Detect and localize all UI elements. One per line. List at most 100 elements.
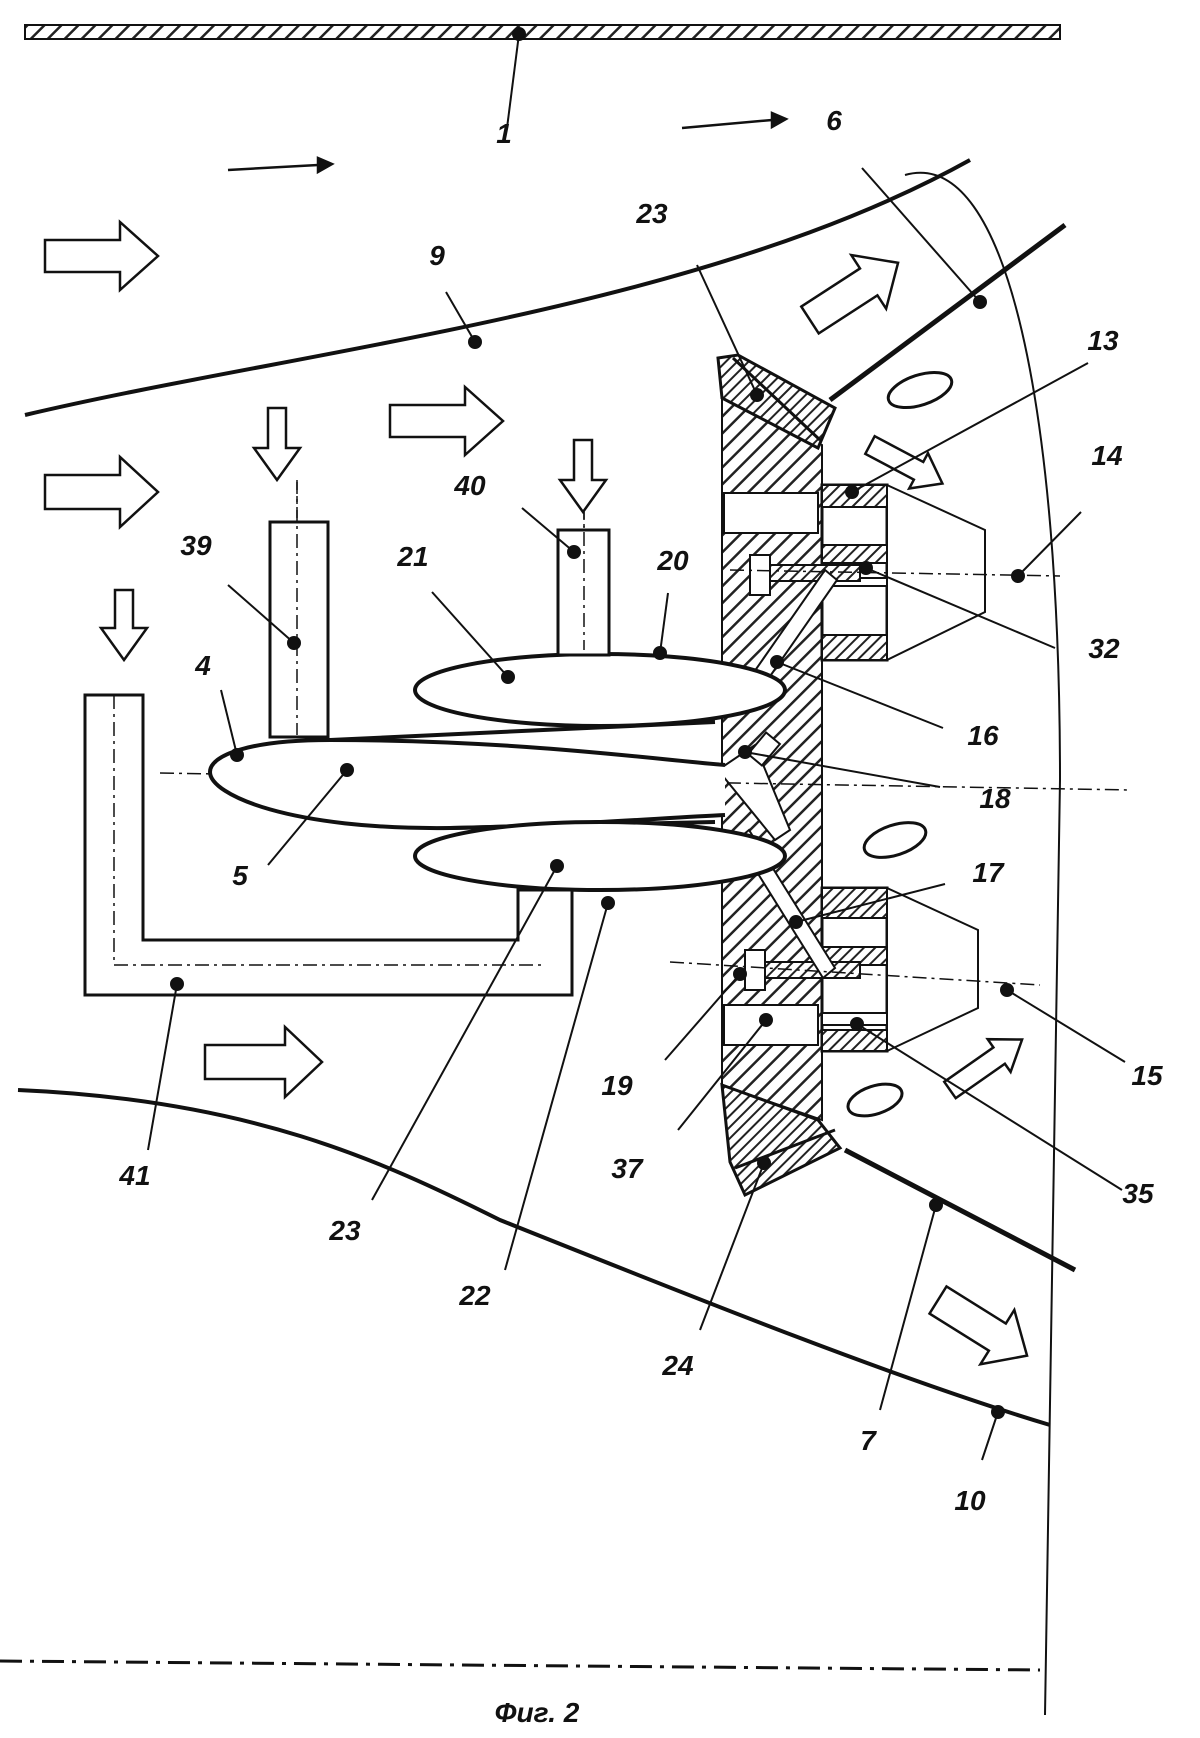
callout-label-13: 13 — [1087, 325, 1119, 356]
leader-line-19 — [664, 973, 741, 1061]
leader-dot-17 — [789, 915, 803, 929]
fuel-manifold-5 — [207, 737, 726, 831]
leader-dot-40 — [567, 545, 581, 559]
diagonal-airflow-arrow — [799, 253, 1029, 1366]
leader-dot-13 — [845, 485, 859, 499]
callout-label-10: 10 — [954, 1485, 986, 1516]
swirler-cone-15 — [886, 886, 979, 1053]
leader-line-7 — [879, 1204, 937, 1411]
bolt-32 — [749, 554, 771, 596]
callout-label-5: 5 — [232, 860, 248, 891]
leader-dot-15 — [1000, 983, 1014, 997]
callout-label-7: 7 — [860, 1425, 877, 1456]
callout-label-39: 39 — [180, 530, 212, 561]
leader-line-22 — [504, 902, 609, 1271]
leader-dot-9 — [468, 335, 482, 349]
callout-label-20: 20 — [656, 545, 689, 576]
swirler-cone-14 — [886, 483, 986, 662]
callout-label-6: 6 — [826, 105, 842, 136]
callout-label-19: 19 — [601, 1070, 633, 1101]
leader-lines — [147, 27, 1126, 1461]
leader-dot-20 — [653, 646, 667, 660]
leader-line-20 — [659, 592, 669, 654]
leader-dot-21 — [501, 670, 515, 684]
leader-dot-19 — [733, 967, 747, 981]
leader-line-10 — [981, 1411, 999, 1461]
leader-line-32 — [865, 567, 1056, 649]
combustor-outline-curve — [904, 171, 1062, 1716]
callout-label-24: 24 — [661, 1350, 694, 1381]
fuel-manifold-21 — [413, 652, 787, 728]
leader-line-15 — [1006, 989, 1126, 1063]
leader-dot-24 — [757, 1156, 771, 1170]
callout-label-23: 23 — [635, 198, 668, 229]
leader-dot-23 — [750, 388, 764, 402]
callout-label-14: 14 — [1091, 440, 1123, 471]
callout-label-40: 40 — [453, 470, 486, 501]
callout-label-23: 23 — [328, 1215, 361, 1246]
leader-line-18 — [744, 751, 941, 788]
engine-axis-line — [0, 1659, 1041, 1672]
callout-label-4: 4 — [194, 650, 211, 681]
figure-caption: Фиг. 2 — [495, 1697, 580, 1728]
leader-dot-16 — [770, 655, 784, 669]
leader-line-39 — [227, 584, 295, 644]
callout-label-15: 15 — [1131, 1060, 1163, 1091]
leader-line-24 — [699, 1162, 765, 1331]
leader-line-23 — [696, 264, 758, 396]
callout-label-21: 21 — [396, 541, 428, 572]
outer-casing-wall — [24, 24, 1061, 40]
callout-label-18: 18 — [979, 783, 1011, 814]
leader-line-14 — [1017, 511, 1082, 577]
leader-dot-37 — [759, 1013, 773, 1027]
leader-dot-18 — [738, 745, 752, 759]
dilution-hole-3 — [846, 1082, 904, 1118]
callout-label-22: 22 — [458, 1280, 491, 1311]
leader-line-21 — [431, 591, 509, 678]
leader-line-4 — [220, 689, 238, 756]
leader-line-6 — [861, 167, 981, 303]
leader-dot-35 — [850, 1017, 864, 1031]
leader-line-16 — [776, 661, 944, 729]
leader-dot-22 — [601, 896, 615, 910]
leader-line-13 — [851, 362, 1089, 493]
callout-label-35: 35 — [1122, 1178, 1154, 1209]
callout-label-1: 1 — [496, 118, 512, 149]
callout-label-16: 16 — [967, 720, 999, 751]
dilution-hole-1 — [886, 370, 954, 410]
callout-label-9: 9 — [429, 240, 445, 271]
leader-line-1 — [506, 33, 520, 129]
callout-label-17: 17 — [972, 857, 1005, 888]
leader-dot-32 — [859, 561, 873, 575]
leader-line-9 — [445, 291, 476, 343]
callout-label-41: 41 — [118, 1160, 150, 1191]
seal-block-bottom — [720, 1082, 843, 1198]
plate-slot-lower — [723, 1004, 819, 1046]
dilution-hole-2 — [862, 821, 928, 859]
leader-line-23 — [371, 865, 558, 1201]
leader-line-35 — [856, 1023, 1123, 1191]
leader-line-41 — [147, 983, 178, 1151]
bolt-19 — [744, 949, 766, 991]
inner-liner-10 — [17, 1088, 1051, 1427]
leader-dot-41 — [170, 977, 184, 991]
axis-lower-swirler — [669, 961, 1041, 986]
leader-dot-6 — [973, 295, 987, 309]
leader-dot-10 — [991, 1405, 1005, 1419]
leader-line-40 — [521, 507, 575, 553]
flow-arrow — [227, 111, 789, 175]
leader-line-5 — [267, 769, 348, 866]
outer-liner-9 — [24, 158, 971, 417]
leader-dot-14 — [1011, 569, 1025, 583]
leader-line-37 — [677, 1019, 767, 1131]
callout-label-37: 37 — [611, 1153, 644, 1184]
flame-tube-wall-6 — [828, 222, 1067, 403]
callout-label-32: 32 — [1088, 633, 1120, 664]
fuel-manifold-23 — [413, 820, 787, 892]
leader-dot-4 — [230, 748, 244, 762]
leader-dot-39 — [287, 636, 301, 650]
axis-upper-swirler — [729, 569, 1061, 577]
